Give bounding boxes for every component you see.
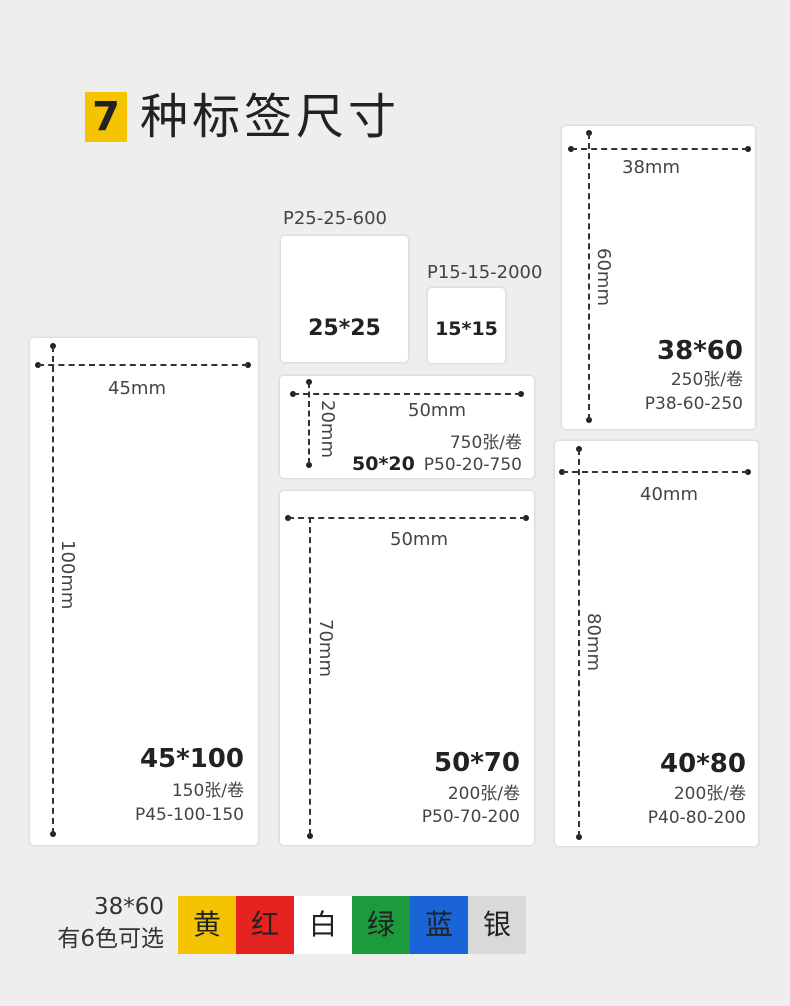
corner-dot [745,146,751,152]
roll-count: 250张/卷 [670,370,743,390]
corner-dot [745,469,751,475]
color-swatch-row: 黄红白绿蓝银 [178,896,526,954]
corner-dot [245,362,251,368]
corner-dot [50,831,56,837]
roll-count: 150张/卷 [171,781,244,801]
roll-count: 200张/卷 [673,784,746,804]
product-code: P50-20-750 [423,455,522,475]
color-caption-size: 38*60 [93,894,164,920]
corner-dot [307,833,313,839]
height-guide [309,517,311,835]
width-dimension: 50mm [390,529,448,550]
size-label: 15*15 [435,318,498,340]
width-dimension: 38mm [622,157,680,178]
label-card-50x70: 50mm 70mm 50*70 200张/卷 P50-70-200 [280,491,534,845]
product-code: P40-80-200 [647,808,746,828]
product-code: P50-70-200 [421,807,520,827]
size-label: 38*60 [657,336,743,366]
roll-count: 200张/卷 [447,784,520,804]
height-guide [588,133,590,420]
product-code-25x25: P25-25-600 [283,208,388,229]
size-label: 40*80 [660,749,746,779]
corner-dot [518,391,524,397]
label-card-38x60: 38mm 60mm 38*60 250张/卷 P38-60-250 [562,126,755,429]
height-dimension: 70mm [315,619,336,677]
label-card-45x100: 45mm 100mm 45*100 150张/卷 P45-100-150 [30,338,258,845]
width-dimension: 45mm [108,378,166,399]
corner-dot [586,417,592,423]
width-dimension: 50mm [408,400,466,421]
label-card-15x15: 15*15 [428,288,505,363]
size-label: 50*20 [352,453,415,475]
height-guide [308,382,310,464]
product-code-15x15: P15-15-2000 [427,262,543,283]
roll-count: 750张/卷 [449,433,522,453]
product-code: P38-60-250 [644,394,743,414]
color-swatch: 黄 [178,896,236,954]
width-guide [562,471,748,473]
width-guide [38,364,248,366]
height-dimension: 60mm [593,248,614,306]
width-dimension: 40mm [640,484,698,505]
color-caption-options: 有6色可选 [57,926,164,952]
width-guide [293,393,521,395]
label-card-40x80: 40mm 80mm 40*80 200张/卷 P40-80-200 [555,441,758,846]
size-label: 45*100 [139,744,244,774]
color-swatch: 蓝 [410,896,468,954]
height-guide [52,346,54,834]
size-label: 25*25 [308,316,381,341]
color-swatch: 红 [236,896,294,954]
height-dimension: 100mm [57,540,78,610]
width-guide [571,148,748,150]
size-label: 50*70 [434,748,520,778]
color-swatch: 银 [468,896,526,954]
corner-dot [523,515,529,521]
label-card-25x25: 25*25 [281,236,408,362]
corner-dot [576,834,582,840]
width-guide [288,517,526,519]
color-swatch: 白 [294,896,352,954]
corner-dot [306,462,312,468]
title-number-badge: 7 [85,92,127,142]
color-swatch: 绿 [352,896,410,954]
product-code: P45-100-150 [134,805,244,825]
height-dimension: 20mm [317,400,338,458]
label-card-50x20: 50mm 20mm 750张/卷 50*20 P50-20-750 [280,376,534,478]
page-title: 种标签尺寸 [140,89,401,145]
height-dimension: 80mm [583,613,604,671]
height-guide [578,449,580,837]
